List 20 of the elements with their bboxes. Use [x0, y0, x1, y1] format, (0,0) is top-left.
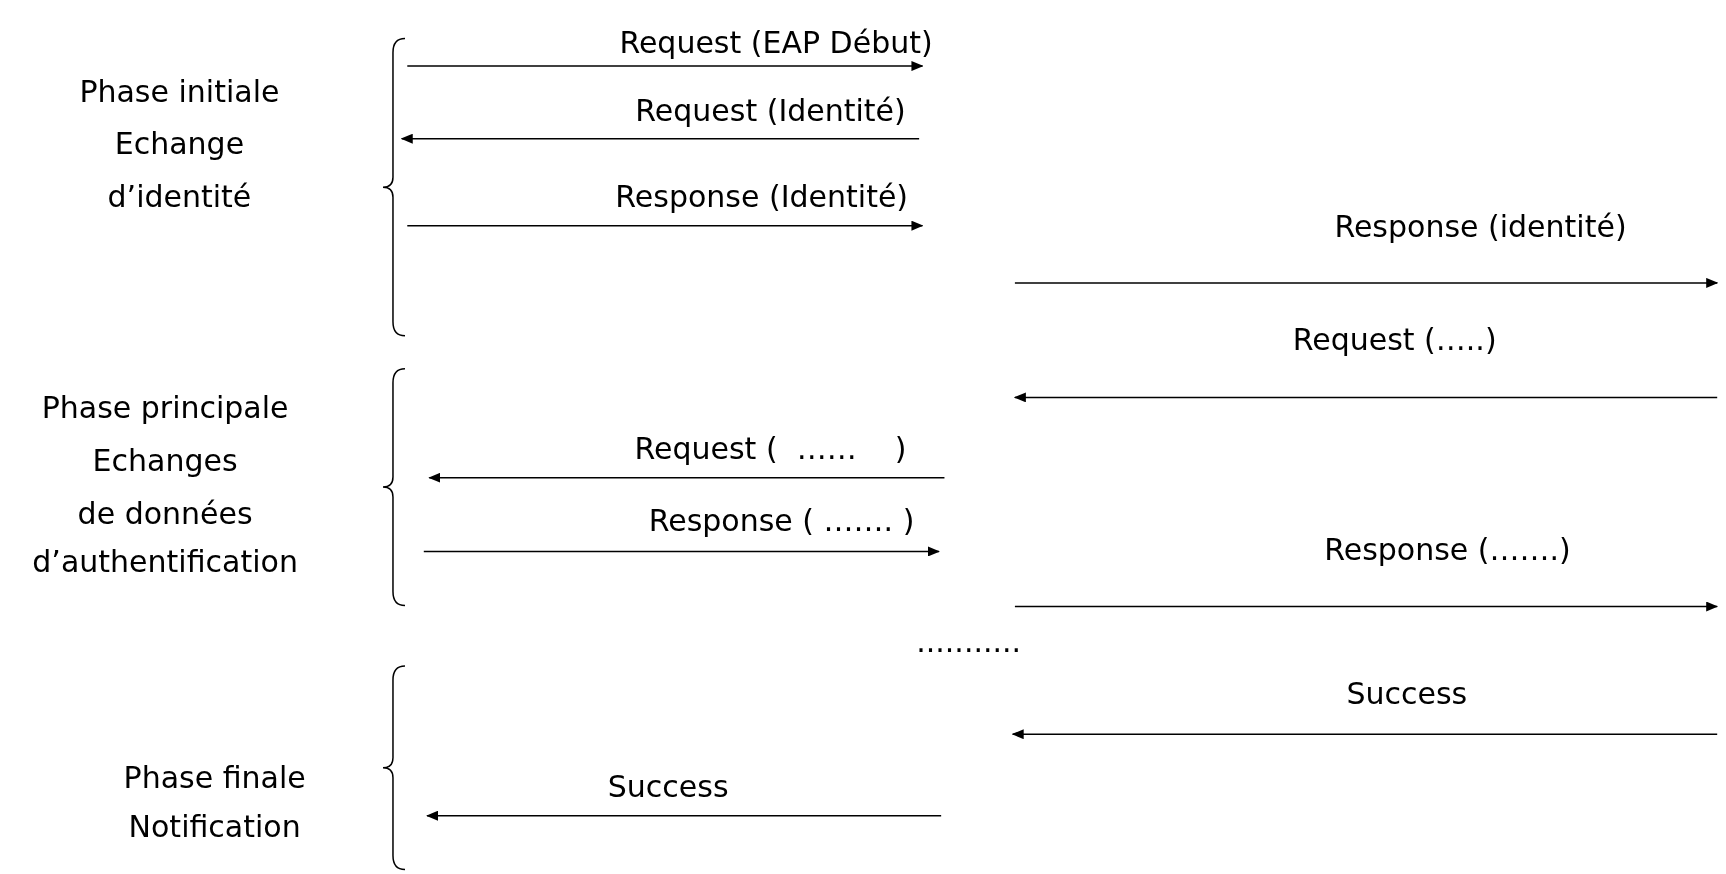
phase-label: d’identité — [107, 179, 252, 213]
phase-label: Phase finale — [123, 760, 306, 794]
message-label: Request ( …… ) — [634, 431, 907, 465]
message-label: Success — [607, 769, 729, 803]
phase-label: Notification — [128, 809, 301, 843]
phase-label: Echange — [114, 126, 245, 160]
message-label: Request (…..) — [1292, 322, 1497, 356]
phase-label: Phase principale — [41, 390, 289, 424]
ellipsis-text: ........... — [916, 624, 1022, 658]
message-label: Response (identité) — [1334, 209, 1627, 243]
message-label: Success — [1346, 676, 1468, 710]
phase-label: Echanges — [92, 443, 238, 477]
message-label: Request (EAP Début) — [619, 25, 933, 59]
message-label: Response (…….) — [1324, 532, 1571, 566]
phase-label: Phase initiale — [79, 74, 280, 108]
phase-label: d’authentification — [32, 544, 298, 578]
message-label: Response ( ……. ) — [648, 503, 915, 537]
message-label: Response (Identité) — [615, 179, 909, 213]
phase-label: de données — [77, 496, 253, 530]
message-label: Request (Identité) — [635, 93, 906, 127]
